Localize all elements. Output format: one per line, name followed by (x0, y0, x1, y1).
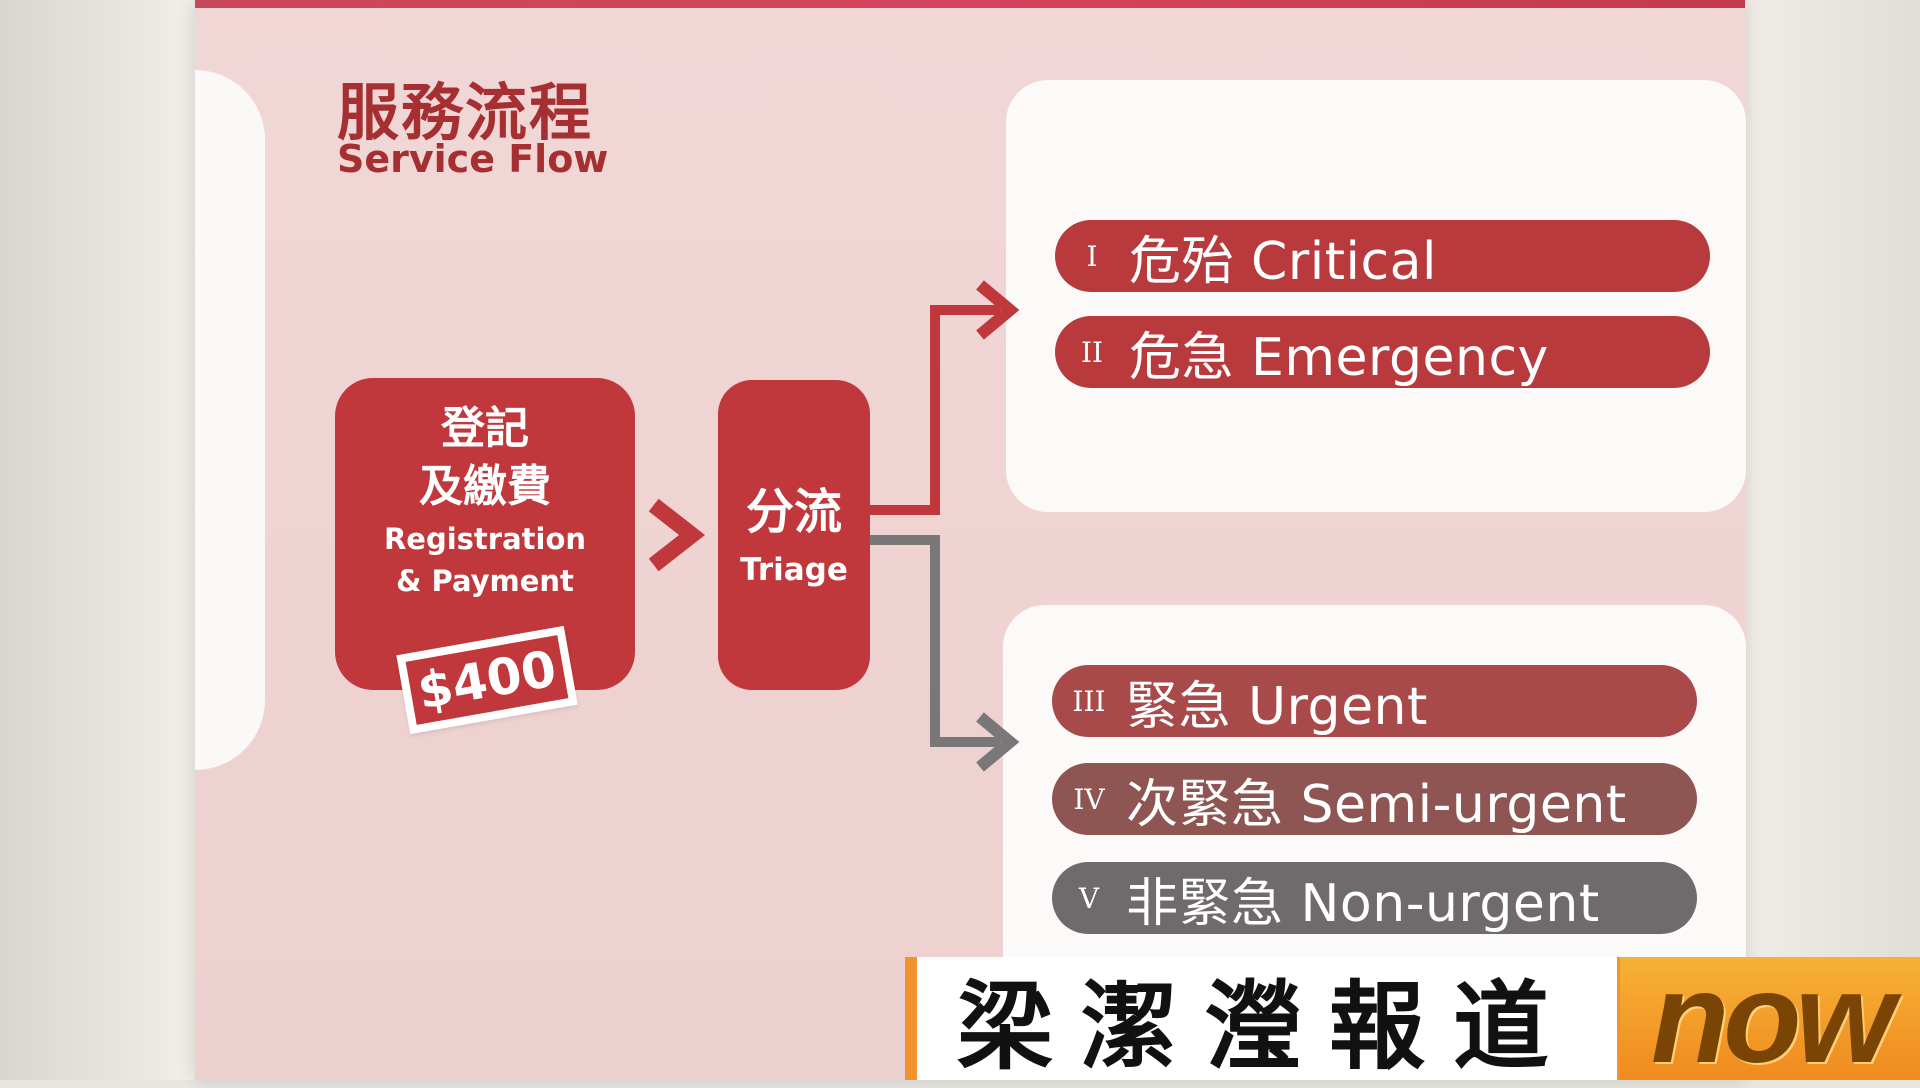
channel-logo-text: now (1651, 957, 1895, 1080)
category-label: 次緊急 Semi-urgent (1126, 774, 1627, 835)
poster-white-margin (195, 70, 265, 770)
high-priority-panel (1006, 80, 1746, 512)
registration-box: 登記 及繳費 Registration & Payment (335, 378, 635, 690)
registration-chinese: 登記 及繳費 (335, 400, 635, 516)
poster-title-english: Service Flow (337, 137, 609, 181)
connector-to-urgent (870, 535, 1000, 747)
category-label: 緊急 Urgent (1126, 676, 1428, 737)
category-number: I (1086, 239, 1098, 273)
category-pill-critical: I 危殆 Critical (1055, 220, 1710, 292)
category-pill-semi-urgent: IV 次緊急 Semi-urgent (1052, 763, 1697, 835)
background-right (1740, 0, 1920, 1080)
arrow-head-critical-icon (976, 280, 1020, 340)
channel-logo: now (1620, 957, 1920, 1080)
triage-english: Triage (740, 552, 848, 588)
category-pill-emergency: II 危急 Emergency (1055, 316, 1710, 388)
poster-top-stripe (195, 0, 1745, 8)
category-label: 危急 Emergency (1129, 327, 1549, 388)
category-number: II (1080, 335, 1104, 369)
triage-box: 分流 Triage (718, 380, 870, 690)
triage-chinese: 分流 (745, 484, 842, 540)
connector-to-critical (870, 305, 1000, 515)
category-pill-urgent: III 緊急 Urgent (1052, 665, 1697, 737)
category-number: III (1072, 684, 1106, 718)
registration-english-line2: & Payment (396, 564, 574, 598)
reporter-caption-text: 梁潔瀅報道 (957, 971, 1577, 1083)
category-number: V (1078, 881, 1100, 915)
background-left (0, 0, 200, 1080)
chevron-right-icon (648, 498, 705, 572)
registration-chinese-line2: 及繳費 (419, 461, 551, 512)
registration-english-line1: Registration (383, 522, 587, 556)
category-pill-non-urgent: V 非緊急 Non-urgent (1052, 862, 1697, 934)
reporter-caption: 梁潔瀅報道 (917, 957, 1617, 1083)
registration-chinese-line1: 登記 (441, 403, 529, 454)
category-label: 危殆 Critical (1129, 231, 1437, 292)
arrow-head-urgent-icon (976, 712, 1020, 772)
registration-english: Registration & Payment (335, 518, 635, 602)
poster-title-chinese: 服務流程 (337, 76, 594, 149)
category-number: IV (1073, 782, 1105, 816)
category-label: 非緊急 Non-urgent (1126, 873, 1600, 934)
